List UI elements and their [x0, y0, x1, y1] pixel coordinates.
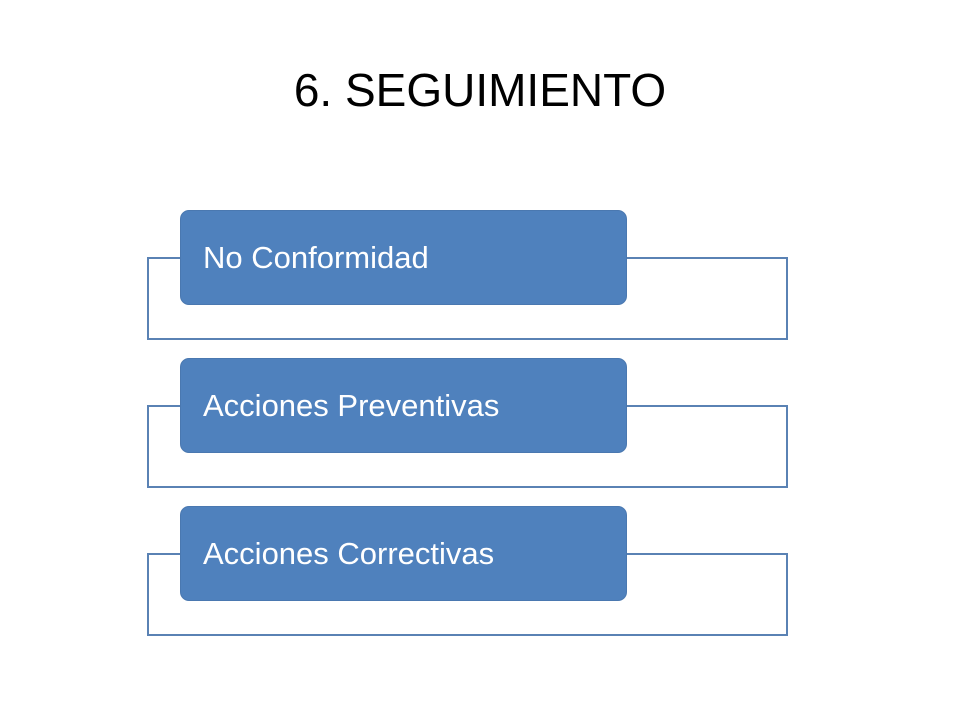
item-box: Acciones Preventivas: [180, 358, 627, 453]
item-label: Acciones Preventivas: [203, 387, 500, 423]
slide-title: 6. SEGUIMIENTO: [293, 64, 667, 116]
list-item-acciones-correctivas: Acciones Correctivas: [147, 506, 788, 638]
item-label: No Conformidad: [203, 239, 429, 275]
item-box: Acciones Correctivas: [180, 506, 627, 601]
list-item-no-conformidad: No Conformidad: [147, 210, 788, 342]
list-item-acciones-preventivas: Acciones Preventivas: [147, 358, 788, 490]
item-label: Acciones Correctivas: [203, 535, 495, 571]
item-box: No Conformidad: [180, 210, 627, 305]
